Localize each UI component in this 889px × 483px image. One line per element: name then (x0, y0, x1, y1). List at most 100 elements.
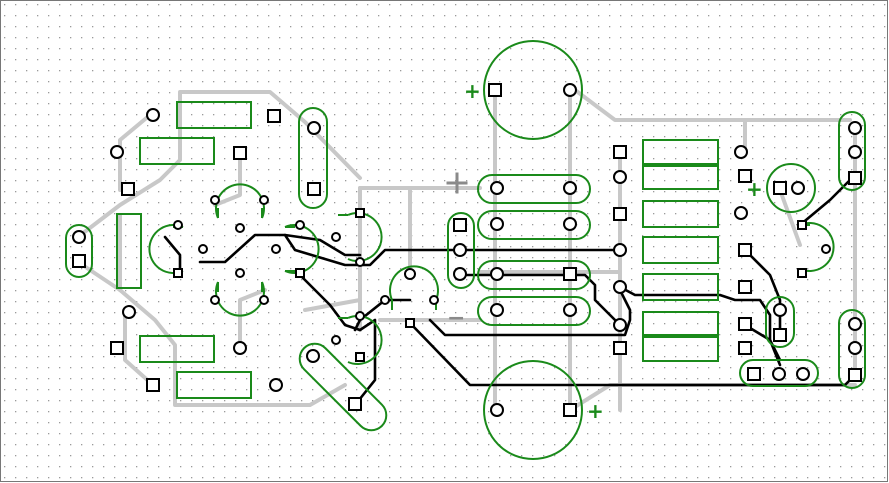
jumper-mid-1-outline (477, 174, 591, 204)
pad-round (72, 230, 86, 244)
rail-minus-label: − (447, 306, 465, 331)
connector-j4-outline (447, 212, 475, 289)
pad-square (121, 182, 135, 196)
pad-round (613, 318, 627, 332)
pad-square (267, 109, 281, 123)
pad-round (563, 303, 577, 317)
pad-square (738, 341, 752, 355)
pad-round (490, 267, 504, 281)
capacitor-c1-outline (483, 40, 583, 140)
pad-square (563, 403, 577, 417)
pad-square (848, 368, 862, 382)
pad-square (773, 181, 787, 195)
pads-layer (72, 83, 862, 417)
resistor-r10-outline (642, 273, 719, 301)
pad-round (453, 243, 467, 257)
transistor-q2-outline (215, 281, 265, 317)
pad-square (453, 218, 467, 232)
pad-round (404, 268, 416, 280)
resistor-r2-outline (139, 137, 215, 165)
pad-small (210, 295, 220, 305)
jumper-mid-3-outline (477, 260, 591, 290)
pad-square (613, 207, 627, 221)
pad-round (306, 349, 320, 363)
connector-j6-outline (765, 296, 795, 348)
rail-polarity-marks (446, 172, 468, 194)
pad-square (773, 328, 787, 342)
pad-round (490, 403, 504, 417)
pad-square (110, 341, 124, 355)
pad-round (772, 367, 786, 381)
resistor-r3-outline (116, 213, 142, 289)
jumper-mid-2-outline (477, 210, 591, 240)
pad-round (613, 280, 627, 294)
pad-round (791, 181, 805, 195)
capacitor-top-plus-label: + (464, 79, 481, 103)
pad-small-square (797, 268, 807, 278)
pad-small (380, 295, 390, 305)
pad-square (488, 83, 502, 97)
resistor-r5-outline (176, 371, 252, 399)
pad-round (110, 145, 124, 159)
capacitor-c2-outline (483, 360, 583, 460)
pad-small (331, 232, 341, 242)
pad-square (738, 280, 752, 294)
pad-round (848, 317, 862, 331)
resistor-r7-outline (642, 163, 719, 190)
pad-square (307, 182, 321, 196)
resistor-r1-outline (176, 101, 252, 129)
pad-round (734, 145, 748, 159)
pad-round (233, 341, 247, 355)
pad-small (355, 311, 365, 321)
pad-square (613, 145, 627, 159)
pad-small-square (355, 208, 365, 218)
pad-square (72, 254, 86, 268)
pad-round (490, 217, 504, 231)
small-capacitor-plus-label: + (746, 177, 763, 201)
pad-round (613, 243, 627, 257)
jumper-left-top-outline (298, 107, 328, 209)
pad-small-square (173, 268, 183, 278)
pad-square (738, 169, 752, 183)
pad-round (563, 217, 577, 231)
pad-round (490, 303, 504, 317)
pad-round (773, 303, 787, 317)
connector-j5-outline (739, 359, 819, 387)
pad-small-square (405, 318, 415, 328)
pad-small (210, 195, 220, 205)
pad-round (146, 108, 160, 122)
pad-round (613, 170, 627, 184)
pad-small (235, 223, 245, 233)
capacitor-bottom-plus-label: + (587, 399, 604, 423)
pad-round (122, 305, 136, 319)
pad-round (563, 181, 577, 195)
jumper-mid-4-outline (477, 296, 591, 326)
pad-square (738, 243, 752, 257)
connector-j2-outline (838, 111, 866, 191)
pad-square (563, 267, 577, 281)
pad-square (738, 317, 752, 331)
resistor-r6-outline (642, 139, 719, 167)
pad-square (613, 341, 627, 355)
pad-round (269, 378, 283, 392)
resistor-r9-outline (642, 236, 719, 264)
pad-round (490, 181, 504, 195)
pad-small (259, 295, 269, 305)
resistor-r12-outline (642, 334, 719, 362)
resistor-r4-outline (139, 335, 215, 363)
connector-j1-outline (65, 224, 93, 278)
pad-round (734, 206, 748, 220)
transistor-q1-outline (215, 183, 265, 219)
top-layer-traces (163, 178, 857, 407)
pad-small (821, 244, 831, 254)
pad-square (848, 171, 862, 185)
pad-round (848, 121, 862, 135)
pad-small (198, 244, 208, 254)
pad-square (348, 397, 362, 411)
pad-small (429, 295, 439, 305)
pad-square (146, 378, 160, 392)
pad-small (295, 220, 305, 230)
